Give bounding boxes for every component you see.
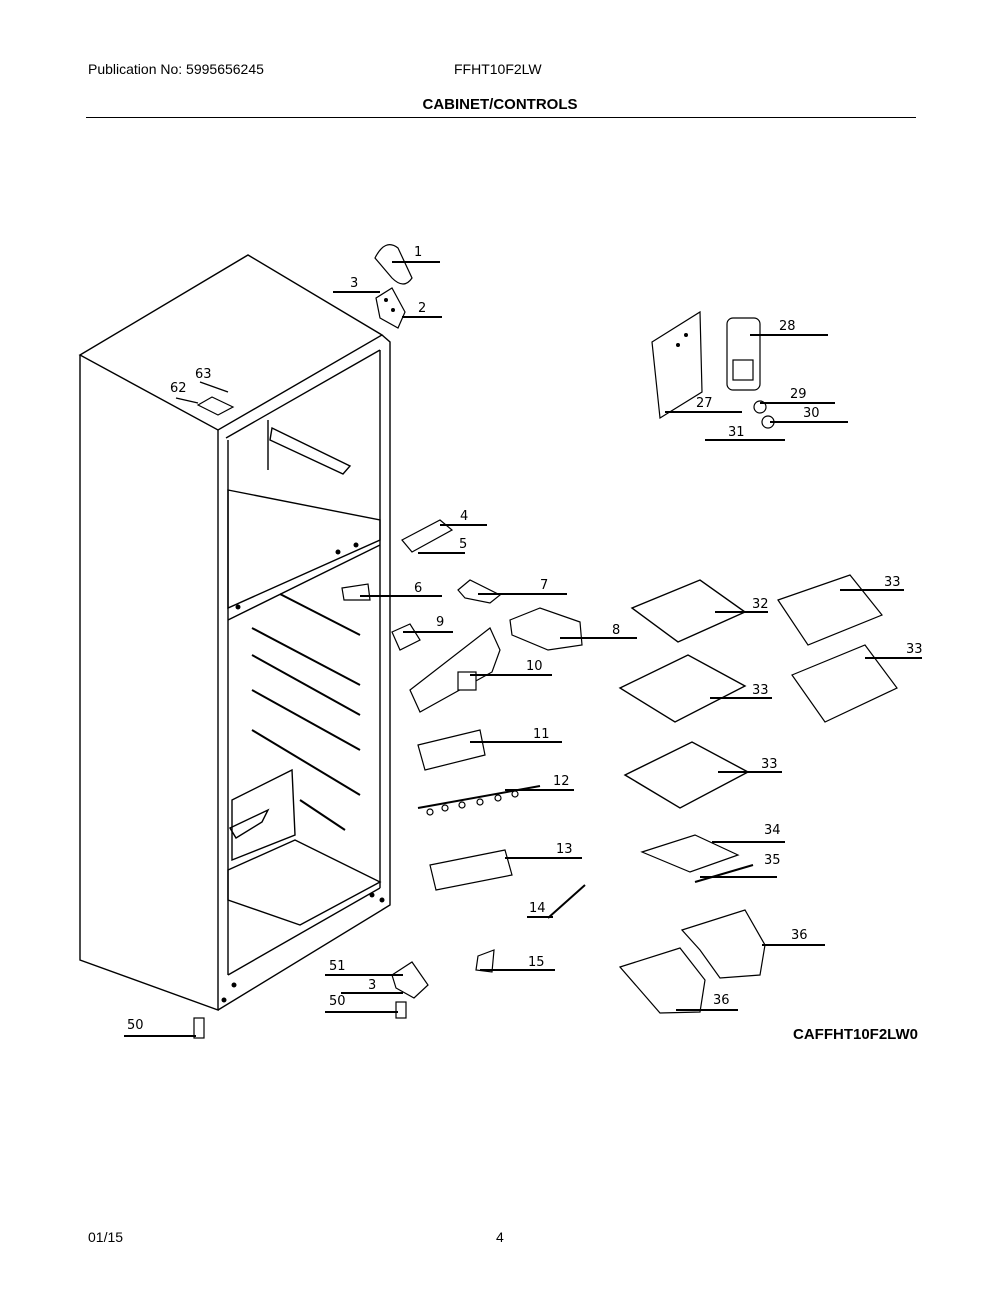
- crisper-cover-parts: [640, 834, 754, 883]
- bottom-hinge-part: [391, 961, 429, 999]
- damper-housing-part: [726, 317, 761, 391]
- part-number-labels: 1 3 2 28 63 62 29 27 30 31 4 5 6 7 33 32…: [127, 245, 923, 1033]
- control-housing-part: [409, 627, 501, 713]
- leader-lines: [124, 261, 922, 1037]
- diagram-code: CAFFHT10F2LW0: [793, 1026, 919, 1043]
- top-hinge-part: [375, 287, 406, 329]
- part-label: 6: [414, 581, 422, 596]
- part-label: 13: [556, 842, 573, 857]
- part-label: 50: [329, 994, 346, 1009]
- publication-number: Publication No: 5995656245: [88, 61, 264, 77]
- part-label: 27: [696, 396, 713, 411]
- crisper-drawer-parts: [618, 909, 766, 1014]
- wire-shelf-parts: [618, 579, 750, 809]
- mid-hinge-part: [401, 519, 454, 553]
- data-plate-part: [196, 396, 235, 416]
- part-label: 14: [529, 901, 546, 916]
- part-label: 11: [533, 727, 550, 742]
- part-label: 3: [350, 276, 358, 291]
- control-board-part: [417, 729, 486, 771]
- glass-shelf-parts: [777, 574, 898, 723]
- control-panel-cover-part: [651, 310, 703, 420]
- clip-part: [475, 949, 495, 973]
- footer-date: 01/15: [88, 1229, 124, 1245]
- part-label: 51: [329, 959, 346, 974]
- shelf-rails: [251, 593, 361, 831]
- user-interface-part: [429, 849, 513, 891]
- part-label: 7: [540, 578, 548, 593]
- air-duct-part: [509, 607, 583, 651]
- part-label: 36: [791, 928, 808, 943]
- leveling-leg-parts: [193, 1001, 407, 1039]
- part-label: 63: [195, 367, 212, 382]
- header-rule: [86, 117, 916, 118]
- duct-cover-part: [457, 579, 502, 604]
- part-label: 36: [713, 993, 730, 1008]
- part-label: 12: [553, 774, 570, 789]
- cabinet-drawing: [78, 254, 391, 1011]
- part-label: 30: [803, 406, 820, 421]
- part-label: 1: [414, 245, 422, 260]
- part-label: 28: [779, 319, 796, 334]
- part-label: 31: [728, 425, 745, 440]
- part-label: 35: [764, 853, 781, 868]
- part-label: 50: [127, 1018, 144, 1033]
- hinge-cover-part: [374, 244, 413, 285]
- page-title: CABINET/CONTROLS: [422, 96, 578, 113]
- part-label: 8: [612, 623, 620, 638]
- part-label: 15: [528, 955, 545, 970]
- bracket-part: [341, 583, 371, 601]
- page-number: 4: [496, 1229, 504, 1245]
- part-label: 32: [752, 597, 769, 612]
- part-label: 3: [368, 978, 376, 993]
- part-label: 5: [459, 537, 467, 552]
- part-label: 9: [436, 615, 444, 630]
- part-label: 34: [764, 823, 781, 838]
- part-label: 29: [790, 387, 807, 402]
- model-number: FFHT10F2LW: [454, 61, 542, 77]
- knob-parts: [753, 400, 775, 429]
- connector-part: [391, 623, 421, 651]
- wire-part: [547, 884, 586, 919]
- part-label: 62: [170, 381, 187, 396]
- part-label: 33: [906, 642, 923, 657]
- part-label: 4: [460, 509, 468, 524]
- part-label: 33: [752, 683, 769, 698]
- part-label: 10: [526, 659, 543, 674]
- part-label: 33: [884, 575, 901, 590]
- part-label: 33: [761, 757, 778, 772]
- part-label: 2: [418, 301, 426, 316]
